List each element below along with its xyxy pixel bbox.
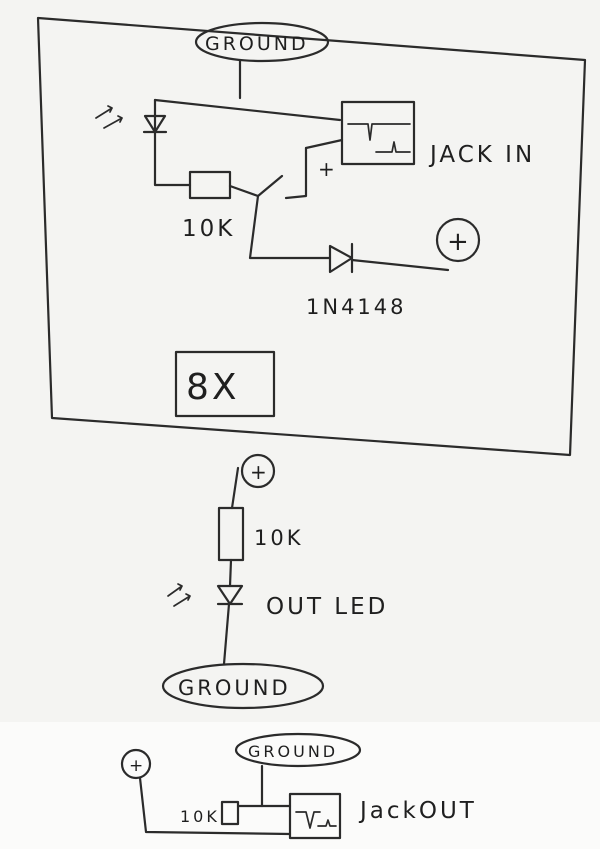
- plus-terminal-top: [435, 217, 481, 263]
- multiplier-box: [174, 350, 276, 418]
- diode-top-label: 1N4148: [306, 295, 407, 319]
- paper-strip: [0, 722, 600, 849]
- jack-out-signal-icon: [295, 811, 337, 829]
- light-arrows-middle-icon: [167, 583, 191, 607]
- diode-out-wire: [350, 258, 450, 272]
- plus-terminal-bottom: [120, 748, 152, 780]
- led-top-symbol: [153, 98, 192, 187]
- diode-feed-wire: [248, 194, 332, 260]
- top-wire: [153, 98, 342, 122]
- ground-label-top: GROUND: [205, 33, 309, 55]
- jack-out-label: JackOUT: [358, 798, 477, 824]
- ground-label-middle: GROUND: [178, 676, 291, 700]
- middle-bottom-wire: [222, 602, 231, 666]
- middle-top-wire: [230, 466, 240, 510]
- ground-label-bottom: GROUND: [248, 742, 338, 761]
- jack-in-label: JACK IN: [428, 142, 535, 168]
- ground-label-oval-bottom: [234, 732, 362, 768]
- resistor-top-label: 10K: [182, 216, 235, 242]
- middle-mid-wire: [228, 558, 233, 588]
- bottom-loop-wire: [138, 776, 292, 836]
- led-middle-icon: [216, 584, 244, 606]
- multiplier-label: 8X: [186, 367, 240, 408]
- plus-terminal-top-label: +: [447, 227, 472, 257]
- plus-terminal-bottom-label: +: [129, 756, 146, 776]
- led-top-diode-icon: [142, 114, 168, 134]
- ground-label-oval-top: [194, 21, 330, 63]
- resistor-bottom-label: 10K: [180, 807, 220, 826]
- jack-plus-label: +: [318, 157, 338, 181]
- resistor-top: [188, 170, 232, 200]
- top-block-border: [36, 16, 587, 457]
- jack-in-signal-icon: [347, 123, 411, 153]
- light-arrows-top-icon: [95, 105, 123, 129]
- diode-top-icon: [328, 242, 354, 274]
- plus-terminal-middle: [240, 453, 276, 489]
- resistor-middle: [217, 506, 245, 562]
- jack-in-box: [340, 100, 416, 166]
- jack-out-box: [288, 792, 342, 840]
- plus-terminal-middle-label: +: [250, 460, 270, 484]
- jack-to-switch-wire: [304, 138, 344, 150]
- resistor-middle-label: 10K: [254, 526, 304, 550]
- ground-label-oval-middle: [161, 662, 325, 710]
- out-led-label: OUT LED: [266, 594, 388, 620]
- switch-wires: [228, 146, 308, 200]
- resistor-bottom: [220, 800, 240, 826]
